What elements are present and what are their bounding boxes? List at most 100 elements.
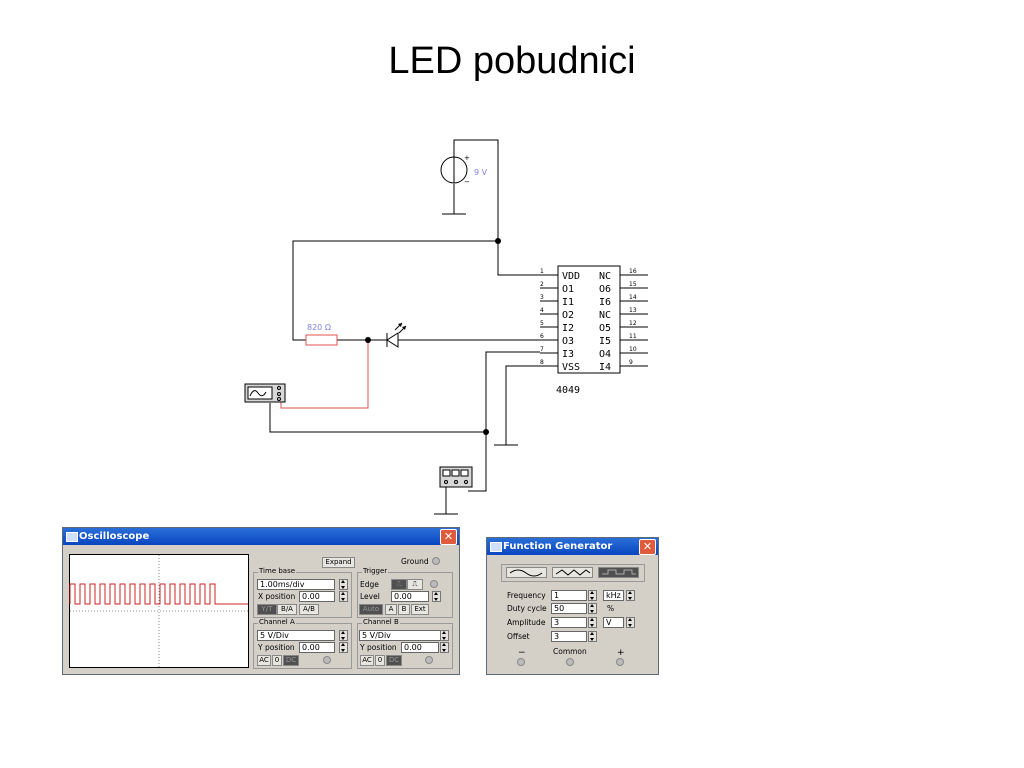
ic-pin-name: NC bbox=[599, 271, 611, 282]
led-icon[interactable] bbox=[386, 322, 407, 348]
frequency-spinner[interactable] bbox=[588, 590, 597, 601]
ic-pin-name: O4 bbox=[599, 349, 611, 360]
ground-label: Ground bbox=[401, 557, 429, 566]
oscilloscope-title: Oscilloscope bbox=[79, 531, 150, 542]
ic-pin-number: 14 bbox=[629, 294, 637, 301]
x-position-spinner[interactable] bbox=[339, 591, 348, 602]
channel-b-ac-button[interactable]: AC bbox=[360, 655, 374, 666]
triangle-wave-button[interactable] bbox=[552, 567, 593, 578]
trigger-a-button[interactable]: A bbox=[385, 604, 397, 615]
junction-dot bbox=[365, 337, 371, 343]
source-plus: + bbox=[464, 154, 470, 162]
ic-pin-number: 5 bbox=[540, 320, 544, 327]
channel-b-ypos-input[interactable]: 0.00 bbox=[401, 642, 439, 653]
amplitude-label: Amplitude bbox=[507, 618, 546, 627]
channel-a-group: Channel A bbox=[253, 618, 352, 669]
channel-b-dc-button[interactable]: DC bbox=[386, 655, 402, 666]
oscilloscope-instrument-icon[interactable] bbox=[244, 383, 286, 403]
level-spinner[interactable] bbox=[432, 591, 441, 602]
ic-pin-number: 13 bbox=[629, 307, 637, 314]
wire-vdd bbox=[497, 241, 540, 276]
edge-falling-button[interactable]: ⎍ bbox=[407, 579, 423, 590]
offset-spinner[interactable] bbox=[588, 631, 597, 642]
ic-pin-name: I5 bbox=[599, 336, 611, 347]
ba-button[interactable]: B/A bbox=[277, 604, 297, 615]
amplitude-input[interactable]: 3 bbox=[551, 617, 587, 628]
time-base-input[interactable]: 1.00ms/div bbox=[257, 579, 335, 590]
frequency-unit-spinner[interactable] bbox=[626, 590, 635, 601]
channel-a-ac-button[interactable]: AC bbox=[257, 655, 271, 666]
window-icon bbox=[490, 542, 502, 552]
wire-feedback bbox=[292, 240, 498, 341]
trigger-b-button[interactable]: B bbox=[398, 604, 410, 615]
channel-b-ypos-spinner[interactable] bbox=[440, 642, 449, 653]
ic-pin-name: O5 bbox=[599, 323, 611, 334]
channel-a-terminal[interactable] bbox=[323, 656, 331, 664]
channel-a-scale-input[interactable]: 5 V/Div bbox=[257, 630, 335, 641]
minus-terminal[interactable] bbox=[517, 658, 525, 666]
oscilloscope-titlebar[interactable]: Oscilloscope ✕ bbox=[63, 528, 459, 545]
oscilloscope-window[interactable]: Oscilloscope ✕ Expand Ground Time base 1… bbox=[62, 527, 460, 675]
channel-a-scale-spinner[interactable] bbox=[339, 630, 348, 641]
voltage-label: 9 V bbox=[474, 168, 488, 177]
edge-rising-button[interactable]: ⎍ bbox=[391, 579, 407, 590]
frequency-input[interactable]: 1 bbox=[551, 590, 587, 601]
time-base-spinner[interactable] bbox=[339, 579, 348, 590]
channel-b-scale-spinner[interactable] bbox=[440, 630, 449, 641]
channel-a-zero-button[interactable]: 0 bbox=[272, 655, 282, 666]
channel-a-ypos-input[interactable]: 0.00 bbox=[299, 642, 335, 653]
ic-pin-number: 7 bbox=[540, 346, 544, 353]
duty-cycle-input[interactable]: 50 bbox=[551, 603, 587, 614]
wire-scope-a bbox=[280, 340, 369, 409]
channel-b-zero-button[interactable]: 0 bbox=[375, 655, 385, 666]
ic-pin-name: VDD bbox=[562, 271, 580, 282]
x-position-input[interactable]: 0.00 bbox=[299, 591, 335, 602]
ic-pin-name: VSS bbox=[562, 362, 580, 373]
plus-terminal[interactable] bbox=[616, 658, 624, 666]
offset-input[interactable]: 3 bbox=[551, 631, 587, 642]
amplitude-unit-spinner[interactable] bbox=[626, 617, 635, 628]
resistor-label: 820 Ω bbox=[307, 323, 331, 332]
common-terminal[interactable] bbox=[566, 658, 574, 666]
channel-b-scale-input[interactable]: 5 V/Div bbox=[359, 630, 441, 641]
level-input[interactable]: 0.00 bbox=[391, 591, 429, 602]
ic-pin-number: 11 bbox=[629, 333, 637, 340]
ic-pin-name: I1 bbox=[562, 297, 574, 308]
level-label: Level bbox=[360, 592, 380, 601]
ic-pin-name: O2 bbox=[562, 310, 574, 321]
channel-b-terminal[interactable] bbox=[425, 656, 433, 664]
duty-cycle-spinner[interactable] bbox=[588, 603, 597, 614]
offset-label: Offset bbox=[507, 632, 530, 641]
close-icon[interactable]: ✕ bbox=[639, 539, 656, 555]
function-generator-titlebar[interactable]: Function Generator ✕ bbox=[487, 538, 658, 555]
expand-button[interactable]: Expand bbox=[322, 557, 355, 568]
yt-button[interactable]: Y/T bbox=[257, 604, 277, 615]
common-terminal-label: Common bbox=[553, 647, 587, 656]
function-generator-instrument-icon[interactable] bbox=[439, 466, 473, 488]
amplitude-spinner[interactable] bbox=[588, 617, 597, 628]
trigger-terminal[interactable] bbox=[430, 580, 438, 588]
frequency-unit-select[interactable]: kHz bbox=[603, 590, 624, 601]
ground-terminal[interactable] bbox=[432, 557, 440, 565]
ic-pin-name: O6 bbox=[599, 284, 611, 295]
oscilloscope-trace bbox=[69, 583, 248, 605]
resistor[interactable] bbox=[305, 334, 338, 346]
trigger-ext-button[interactable]: Ext bbox=[411, 604, 429, 615]
ic-pin-name: I2 bbox=[562, 323, 574, 334]
ic-4049[interactable] bbox=[557, 265, 621, 374]
amplitude-unit-select[interactable]: V bbox=[603, 617, 624, 628]
channel-a-ypos-spinner[interactable] bbox=[339, 642, 348, 653]
ic-pin-number: 6 bbox=[540, 333, 544, 340]
square-wave-button[interactable] bbox=[598, 567, 639, 578]
auto-button[interactable]: Auto bbox=[359, 604, 383, 615]
wire-vss bbox=[505, 365, 540, 445]
sine-wave-button[interactable] bbox=[506, 567, 547, 578]
function-generator-window[interactable]: Function Generator ✕ Frequency 1 kHz Dut… bbox=[486, 537, 659, 675]
ab-button[interactable]: A/B bbox=[299, 604, 319, 615]
time-base-group: Time base bbox=[253, 567, 352, 618]
ic-pin-number: 3 bbox=[540, 294, 544, 301]
close-icon[interactable]: ✕ bbox=[440, 529, 457, 545]
channel-a-dc-button[interactable]: DC bbox=[283, 655, 299, 666]
trigger-group: Trigger bbox=[357, 567, 453, 618]
